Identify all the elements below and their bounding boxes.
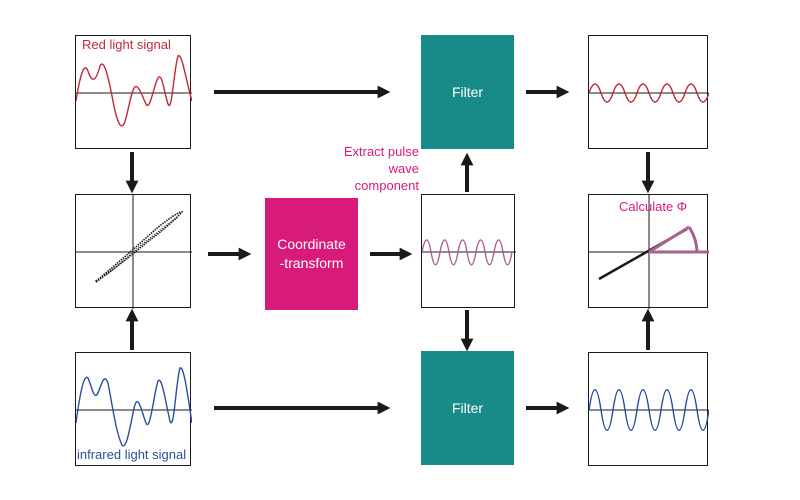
scatter-loop-inner: [105, 216, 179, 276]
extract-pulse-label: Extract pulse wave component: [344, 143, 419, 194]
red-signal-wave: [76, 55, 192, 127]
coordinate-transform-line-1: Coordinate: [277, 236, 346, 252]
extract-pulse-line-2: wave: [388, 161, 419, 176]
calculate-phi-label: Calculate Φ: [619, 199, 688, 214]
angle-arc: [687, 226, 699, 253]
angle-ray-tilted: [648, 225, 690, 254]
red-light-signal-label: Red light signal: [82, 37, 171, 52]
coordinate-transform-block: Coordinate -transform: [265, 198, 358, 310]
infrared-light-signal-label: infrared light signal: [77, 447, 187, 462]
scatter-loop: [94, 211, 184, 283]
filtered-red-wave: [589, 83, 709, 103]
scatter-plot-panel: [75, 194, 192, 309]
filtered-red-panel: [588, 35, 709, 149]
filter-bottom-block: Filter: [421, 351, 514, 465]
infrared-signal-wave: [76, 367, 192, 447]
filtered-infrared-panel: [588, 352, 709, 466]
calculate-phi-panel: Calculate Φ: [588, 194, 709, 309]
filtered-infrared-wave: [589, 389, 709, 431]
filter-top-label: Filter: [451, 83, 484, 100]
coordinate-transform-line-2: -transform: [279, 255, 344, 271]
extract-pulse-line-1: Extract pulse: [343, 144, 419, 159]
infrared-light-signal-panel: infrared light signal: [75, 352, 192, 466]
red-light-signal-panel: Red light signal: [75, 35, 192, 149]
pulse-wave-panel: [421, 194, 516, 308]
extract-pulse-line-3: component: [354, 178, 419, 193]
filter-top-block: Filter: [421, 35, 514, 149]
filter-bottom-label: Filter: [451, 399, 484, 416]
pulse-wave: [422, 239, 513, 266]
